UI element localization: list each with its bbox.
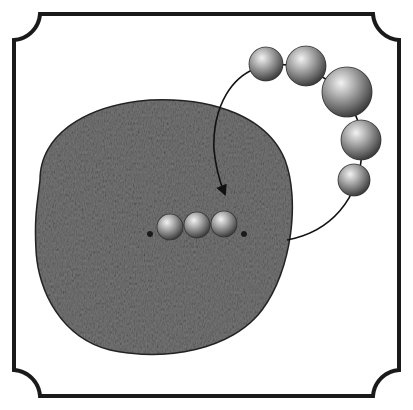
- bead-icon: [157, 214, 183, 240]
- bead-icon: [286, 46, 326, 86]
- bead-icon: [184, 212, 210, 238]
- stitch-hole-right: [241, 231, 247, 237]
- bead-icon: [211, 211, 237, 237]
- bead-icon: [341, 120, 381, 160]
- stitch-hole-left: [147, 231, 153, 237]
- bead-icon: [322, 67, 372, 117]
- bead-icon: [249, 47, 283, 81]
- bead-icon: [338, 164, 370, 196]
